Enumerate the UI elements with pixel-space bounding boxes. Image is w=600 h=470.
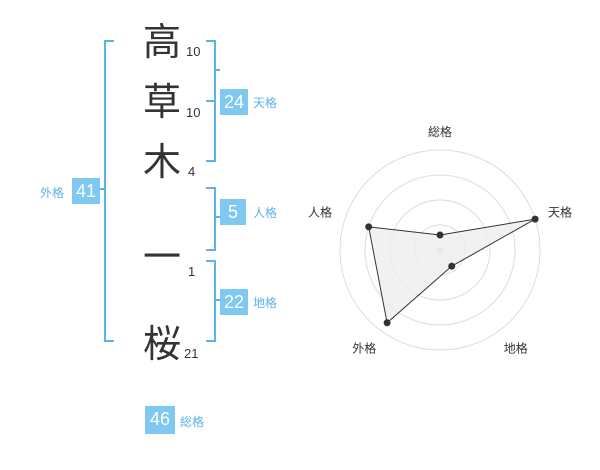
gaikaku-tick [98,188,104,190]
name-char-3: 木 [142,140,181,184]
soukaku-value: 46 [145,406,175,434]
chikaku-label: 地格 [253,296,278,310]
soukaku-label: 総格 [180,415,205,429]
name-char-2: 草 [142,80,181,124]
radar-axis-label-3: 外格 [352,341,376,356]
name-char-5: 桜 [142,322,181,366]
stroke-count-3: 4 [188,164,196,179]
radar-point-0 [436,231,444,239]
gaikaku-bracket [104,40,114,342]
tenkaku-label: 天格 [253,96,278,110]
radar-axis-label-1: 天格 [548,204,572,219]
stroke-count-2: 10 [186,105,201,120]
gaikaku-value: 41 [72,178,100,204]
chikaku-value: 22 [220,289,248,315]
radar-axis-label-4: 人格 [308,204,332,219]
radar-axis-label-2: 地格 [504,341,528,356]
jinkaku-label: 人格 [253,206,278,220]
radar-polygon [368,218,536,324]
jinkaku-bracket [206,187,216,251]
stroke-count-1: 10 [186,44,201,59]
radar-point-2 [448,262,456,270]
tenkaku-lower-bracket [206,100,216,162]
jinkaku-value: 5 [220,199,246,225]
radar-axis-label-0: 総格 [428,124,452,139]
tenkaku-tick [214,69,220,71]
name-char-1: 高 [142,20,181,64]
name-char-4: 一 [142,235,181,279]
radar-point-1 [531,215,539,223]
chikaku-bracket [206,260,216,342]
tenkaku-value: 24 [220,89,248,115]
radar-point-4 [365,223,373,231]
radar-point-3 [383,319,391,327]
stroke-count-4: 1 [188,264,196,279]
stroke-count-5: 21 [184,346,199,361]
jinkaku-tick [214,216,220,218]
gaikaku-label: 外格 [40,186,65,200]
chikaku-tick [214,299,220,301]
